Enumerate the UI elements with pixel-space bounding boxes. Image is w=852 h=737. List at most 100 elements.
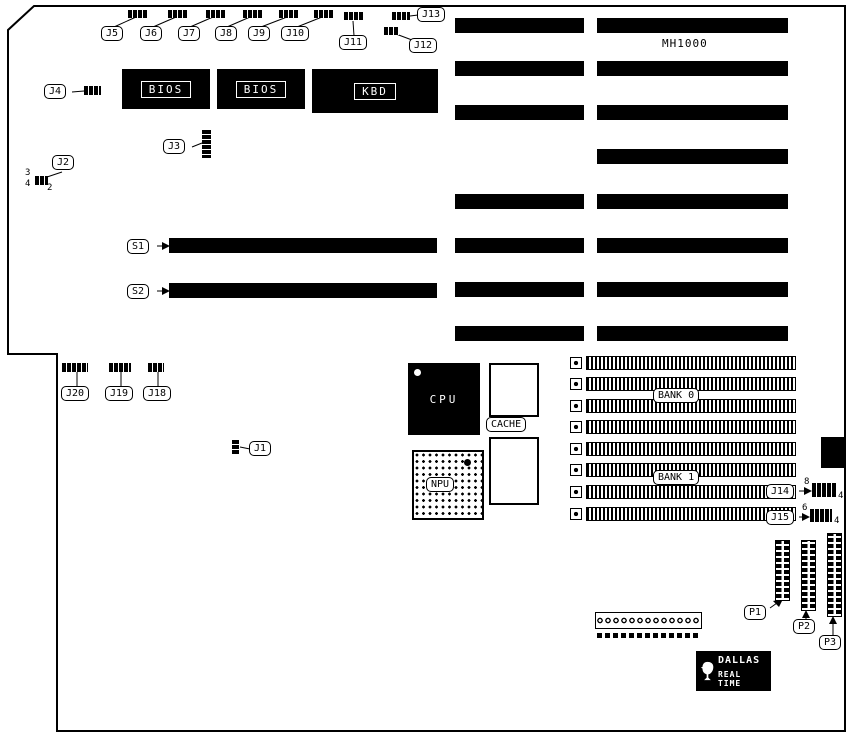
expansion-slot	[455, 105, 584, 120]
simm-key	[570, 508, 582, 520]
expansion-slot	[597, 326, 788, 341]
simm-socket-row	[570, 484, 796, 500]
bios-chip-left-label: BIOS	[140, 80, 192, 98]
connector-p1	[775, 540, 790, 601]
expansion-slot	[455, 238, 584, 253]
jumper-block-j9	[279, 10, 299, 18]
label-j14: J14	[766, 484, 795, 499]
cache-chip-lower	[489, 437, 539, 505]
label-j11: J11	[339, 35, 368, 50]
simm-contacts	[586, 442, 796, 456]
simm-key	[570, 357, 582, 369]
label-j7: J7	[178, 26, 201, 41]
simm-socket-row	[570, 355, 796, 371]
label-j3: J3	[163, 139, 186, 154]
expansion-slot	[597, 282, 788, 297]
edge-connector	[821, 437, 846, 468]
label-j10: J10	[281, 26, 310, 41]
label-j2: J2	[52, 155, 75, 170]
expansion-slot	[455, 282, 584, 297]
label-s2: S2	[127, 284, 150, 299]
jumper-block-j10	[314, 10, 334, 18]
simm-key	[570, 400, 582, 412]
label-j5: J5	[101, 26, 124, 41]
simm-key	[570, 378, 582, 390]
label-p3: P3	[819, 635, 842, 650]
simm-socket-row	[570, 419, 796, 435]
simm-key	[570, 464, 582, 476]
expansion-slot	[597, 194, 788, 209]
jumper-block-j6	[168, 10, 188, 18]
label-j19: J19	[105, 386, 134, 401]
label-j15: J15	[766, 510, 795, 525]
jumper-block-j1	[232, 440, 239, 454]
dip-header-pins	[597, 633, 699, 638]
expansion-slot	[455, 18, 584, 33]
bios-chip-left: BIOS	[122, 69, 210, 109]
connector-p3	[827, 533, 842, 617]
simm-socket-row	[570, 506, 796, 522]
jumper-block-j18	[148, 363, 164, 372]
expansion-slot	[455, 61, 584, 76]
jumper-block-j5	[128, 10, 148, 18]
label-cache: CACHE	[486, 417, 527, 432]
expansion-slot	[597, 105, 788, 120]
j14-pin-top-number: 8	[804, 477, 810, 487]
label-p1: P1	[744, 605, 767, 620]
jumper-block-j15	[810, 509, 832, 522]
label-bank0: BANK 0	[653, 388, 700, 403]
jumper-block-j7	[206, 10, 226, 18]
simm-contacts	[586, 485, 796, 499]
kbd-chip-label: KBD	[354, 82, 396, 100]
simm-key	[570, 486, 582, 498]
j2-pin4-number: 4	[25, 179, 31, 189]
expansion-slot	[455, 194, 584, 209]
label-j12: J12	[409, 38, 438, 53]
jumper-block-j14	[812, 483, 836, 497]
simm-contacts	[586, 420, 796, 434]
jumper-block-j3	[202, 130, 211, 158]
cpu-chip-label: CPU	[429, 392, 459, 406]
cpu-pin1-dot	[414, 369, 421, 376]
dip-header	[595, 612, 702, 629]
npu-pin1-dot	[464, 459, 471, 466]
jumper-block-j20	[62, 363, 88, 372]
label-j4: J4	[44, 84, 67, 99]
dallas-brand-text: DALLAS	[717, 654, 761, 666]
j15-pin-top-number: 6	[802, 503, 808, 513]
label-bank1: BANK 1	[653, 470, 700, 485]
j2-pin3-number: 3	[25, 168, 31, 178]
jumper-block-j12	[384, 27, 399, 35]
bios-chip-right-label: BIOS	[235, 80, 287, 98]
label-j9: J9	[248, 26, 271, 41]
jumper-block-j11	[344, 12, 364, 20]
jumper-block-j4	[84, 86, 101, 95]
label-j6: J6	[140, 26, 163, 41]
expansion-slot	[597, 149, 788, 164]
cache-chip-upper	[489, 363, 539, 417]
expansion-slot	[455, 326, 584, 341]
simm-socket-row	[570, 441, 796, 457]
jumper-block-j13	[392, 12, 410, 20]
label-npu: NPU	[426, 477, 455, 492]
dallas-rtc-chip: DALLAS REAL TIME	[696, 651, 771, 691]
slot-s1	[169, 238, 437, 253]
expansion-slot	[597, 238, 788, 253]
label-j1: J1	[249, 441, 272, 456]
bios-chip-right: BIOS	[217, 69, 305, 109]
label-j13: J13	[417, 7, 446, 22]
jumper-block-j8	[243, 10, 263, 18]
kbd-chip: KBD	[312, 69, 438, 113]
connector-p2	[801, 540, 816, 611]
simm-contacts	[586, 507, 796, 521]
j15-pin-bottom-number: 4	[834, 516, 840, 526]
expansion-slot	[597, 18, 788, 33]
simm-key	[570, 421, 582, 433]
label-j18: J18	[143, 386, 172, 401]
label-p2: P2	[793, 619, 816, 634]
label-s1: S1	[127, 239, 150, 254]
board-model-text: MH1000	[662, 37, 708, 50]
label-j20: J20	[61, 386, 90, 401]
expansion-slot	[597, 61, 788, 76]
